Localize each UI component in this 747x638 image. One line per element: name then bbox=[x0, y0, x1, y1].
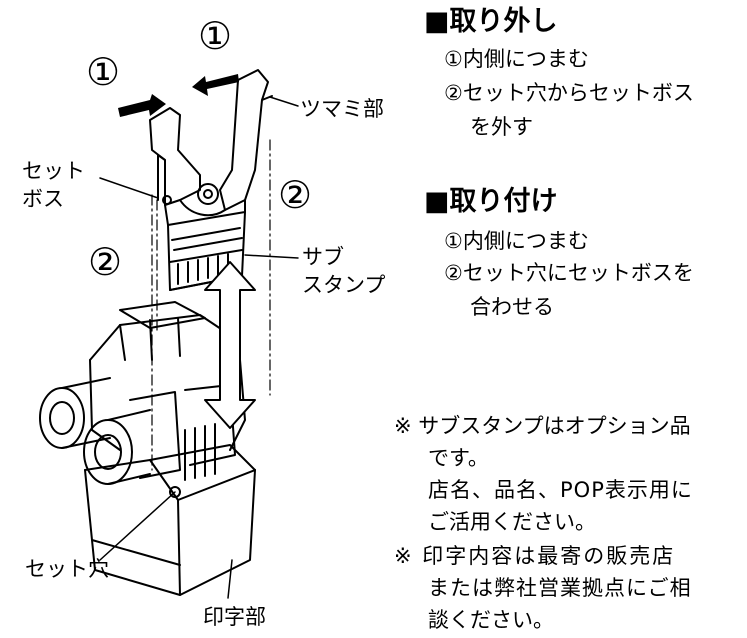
up-down-arrow bbox=[204, 261, 256, 429]
note2-line2: または弊社営業拠点にご相 bbox=[428, 576, 692, 600]
label-tsumami: ツマミ部 bbox=[300, 97, 384, 121]
leader-lines bbox=[99, 96, 299, 599]
attach-step-1: ①内側につまむ bbox=[444, 229, 589, 253]
pinch-arrow-left bbox=[118, 94, 166, 117]
pinch-arrow-right bbox=[192, 74, 239, 96]
marker-pinch-left: ① bbox=[86, 50, 121, 94]
marker-set-right: ② bbox=[278, 173, 313, 217]
removal-step-1: ①内側につまむ bbox=[444, 47, 589, 71]
note1-line3: 店名、品名、POP表示用に bbox=[428, 478, 693, 502]
sub-stamp-drawing bbox=[149, 69, 273, 291]
attach-step-2: ②セット穴にセットボスを bbox=[444, 261, 694, 285]
removal-step-2-cont: を外す bbox=[470, 115, 533, 139]
note2-line3: 談ください。 bbox=[428, 608, 554, 632]
attach-title: ■取り付け bbox=[424, 186, 558, 217]
label-set-hole: セット穴 bbox=[25, 557, 109, 581]
marker-pinch-right: ① bbox=[198, 14, 233, 58]
removal-step-2: ②セット穴からセットボス bbox=[444, 81, 694, 105]
label-set-boss-line1: セット bbox=[22, 159, 85, 183]
note2-line1: ※ 印字内容は最寄の販売店 bbox=[394, 544, 676, 568]
label-sub-stamp-line2: スタンプ bbox=[302, 273, 386, 297]
marker-set-left: ② bbox=[88, 240, 123, 284]
attach-step-2-cont: 合わせる bbox=[470, 295, 554, 319]
note1-line1: ※ サブスタンプはオプション品 bbox=[394, 414, 691, 438]
removal-title: ■取り外し bbox=[424, 6, 558, 37]
label-print-part: 印字部 bbox=[203, 605, 266, 629]
note1-line2: です。 bbox=[428, 446, 489, 470]
alignment-guide-lines bbox=[151, 139, 271, 471]
label-sub-stamp-line1: サブ bbox=[302, 245, 344, 269]
label-set-boss-line2: ボス bbox=[22, 187, 64, 211]
note1-line4: ご活用ください。 bbox=[428, 510, 596, 534]
pinch-arrows bbox=[118, 74, 239, 117]
